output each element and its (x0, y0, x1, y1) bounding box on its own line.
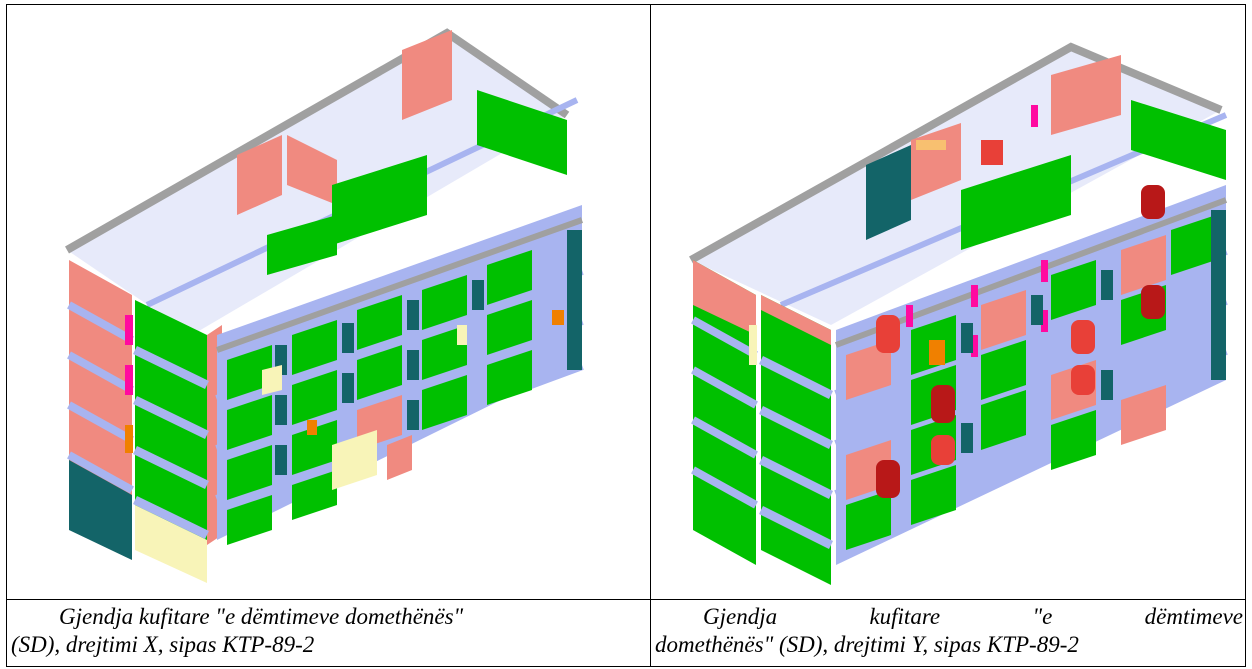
figure-table: Gjendja kufitare "e dëmtimeve domethënës… (6, 4, 1246, 667)
building-3d-render-y (689, 42, 1228, 585)
caption-word: kufitare (869, 604, 941, 629)
row-divider (7, 599, 1245, 600)
caption-word: "e (1032, 604, 1053, 629)
figure-caption-y: Gjendja kufitare "e dëmtimeve domethënës… (655, 603, 1243, 659)
caption-word: Gjendja (703, 604, 778, 629)
caption-justified-line: Gjendja kufitare "e dëmtimeve (655, 603, 1243, 631)
column-divider (650, 5, 651, 666)
caption-line: domethënës" (SD), drejtimi Y, sipas KTP-… (655, 632, 1079, 657)
caption-word: dëmtimeve (1144, 604, 1243, 629)
caption-line: Gjendja kufitare "e dëmtimeve domethënës… (59, 604, 464, 629)
building-model-y-direction (651, 5, 1245, 599)
figure-caption-x: Gjendja kufitare "e dëmtimeve domethënës… (11, 603, 641, 659)
building-3d-render-x (65, 28, 584, 583)
building-model-x-direction (7, 5, 650, 599)
caption-line: (SD), drejtimi X, sipas KTP-89-2 (11, 632, 315, 657)
